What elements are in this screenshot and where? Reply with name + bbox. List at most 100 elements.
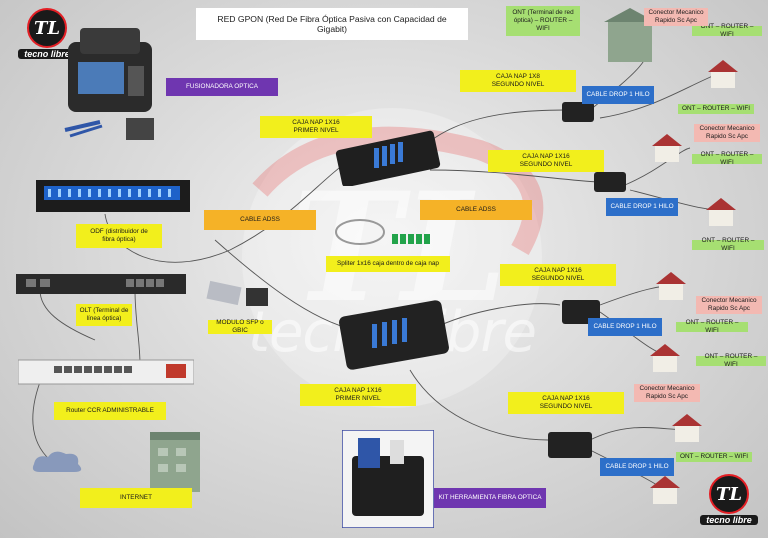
label-cable-drop-2-text: CABLE DROP 1 HILO	[610, 203, 674, 210]
label-caja-nap-seg-a-line2: SEGUNDO NIVEL	[519, 161, 573, 168]
label-caja-nap-1x8-line2: SEGUNDO NIVEL	[491, 81, 545, 88]
label-ont-7: ONT – ROUTER – WIFI	[676, 452, 752, 462]
house-icon-7	[650, 476, 680, 504]
label-conector-4-line2: Rapido Sc Apc	[646, 393, 688, 400]
label-cable-adss-right: CABLE ADSS	[420, 200, 532, 220]
cloud-icon	[32, 451, 82, 472]
label-ont-6-text: ONT – ROUTER – WIFI	[704, 353, 758, 368]
label-splitter-text: Spliter 1x16 caja dentro de caja nap	[337, 260, 439, 267]
nap-box-seg-c-icon	[548, 432, 592, 458]
nap-box-1x8-icon	[562, 102, 594, 122]
house-icon-4	[656, 272, 686, 300]
label-splitter: Spliter 1x16 caja dentro de caja nap	[326, 256, 450, 272]
label-cable-drop-1-text: CABLE DROP 1 HILO	[586, 91, 650, 98]
label-conector-3-line1: Conector Mecanico	[701, 297, 757, 304]
label-caja-nap-seg-c-line1: CAJA NAP 1X16	[542, 395, 590, 402]
label-ont-4: ONT – ROUTER – WIFI	[692, 237, 764, 252]
label-caja-nap-seg-c-line2: SEGUNDO NIVEL	[539, 403, 593, 410]
label-kit-text: KIT HERRAMIENTA FIBRA OPTICA	[438, 494, 542, 501]
label-odf-line1: ODF (distribuidor de	[90, 228, 148, 235]
label-conector-4-line1: Conector Mecanico	[639, 385, 695, 392]
label-cable-drop-2: CABLE DROP 1 HILO	[606, 198, 678, 216]
odf-rack-icon	[36, 180, 190, 212]
label-caja-nap-primer-bottom-line1: CAJA NAP 1X16	[334, 387, 382, 394]
logo-name: tecno libre	[18, 49, 76, 59]
splitter-icon	[335, 219, 430, 245]
house-icon-3	[706, 198, 736, 226]
logo-initials: TL	[27, 8, 67, 48]
label-ont-1: ONT – ROUTER – WIFI	[692, 23, 762, 38]
title-line-1: RED GPON (Red De Fibra Óptica Pasiva con…	[217, 14, 447, 24]
nap-box-top-icon	[335, 130, 441, 186]
label-conector-1-line1: Conector Mecanico	[648, 9, 704, 16]
label-cable-drop-3-text: CABLE DROP 1 HILO	[593, 323, 657, 330]
building-icon	[150, 432, 200, 492]
label-modulo-sfp: MODULO SFP o GBIC	[208, 319, 272, 334]
label-cable-adss-right-text: CABLE ADSS	[456, 206, 496, 213]
label-fusionadora: FUSIONADORA OPTICA	[166, 78, 278, 96]
label-router-ccr: Router CCR ADMINISTRABLE	[54, 402, 166, 420]
house-icon-5	[650, 344, 680, 372]
nap-box-seg-a-icon	[594, 172, 626, 192]
label-olt-line1: OLT (Terminal de	[79, 307, 129, 314]
label-internet-text: INTERNET	[120, 494, 152, 501]
title-line-2: Gigabit)	[316, 24, 348, 34]
label-ont-3-text: ONT – ROUTER – WIFI	[700, 151, 754, 166]
logo-initials-bottom: TL	[709, 474, 749, 514]
house-icon-6	[672, 414, 702, 442]
label-conector-2-line2: Rapido Sc Apc	[706, 133, 748, 140]
brand-logo-bottom: TL tecno libre	[700, 474, 758, 530]
label-cable-drop-3: CABLE DROP 1 HILO	[588, 318, 662, 336]
nap-box-bottom-icon	[339, 300, 449, 370]
sfp-module-icon	[206, 280, 268, 306]
label-ont-6: ONT – ROUTER – WIFI	[696, 353, 766, 368]
label-caja-nap-seg-a-line1: CAJA NAP 1X16	[522, 153, 570, 160]
fiber-tool-kit-icon	[342, 430, 434, 528]
router-ccr-icon	[18, 359, 194, 385]
house-icon-building	[604, 8, 656, 62]
label-ont-3: ONT – ROUTER – WIFI	[692, 151, 762, 166]
svg-text:TL: TL	[290, 160, 507, 336]
label-caja-nap-seg-b-line2: SEGUNDO NIVEL	[531, 275, 585, 282]
olt-device-icon	[16, 274, 186, 294]
label-ont-2: ONT – ROUTER – WIFI	[678, 104, 754, 114]
label-caja-nap-1x8-line1: CAJA NAP 1X8	[496, 73, 540, 80]
label-conector-1-line2: Rapido Sc Apc	[655, 17, 697, 24]
label-odf-line2: fibra óptica)	[102, 236, 136, 243]
label-ont-1-text: ONT – ROUTER – WIFI	[700, 23, 754, 38]
label-kit: KIT HERRAMIENTA FIBRA OPTICA	[434, 488, 546, 508]
label-conector-3-line2: Rapido Sc Apc	[708, 305, 750, 312]
label-conector-2-line1: Conector Mecanico	[699, 125, 755, 132]
label-ont-4-text: ONT – ROUTER – WIFI	[701, 237, 755, 252]
label-ont-5-text: ONT – ROUTER – WIFI	[685, 319, 739, 334]
label-cable-adss-left: CABLE ADSS	[204, 210, 316, 230]
label-ont-terminal-line1: ONT (Terminal de red	[512, 9, 574, 16]
label-ont-terminal-line3: WIFI	[536, 25, 550, 32]
fiber-tools-icon	[64, 118, 154, 140]
label-ont-7-text: ONT – ROUTER – WIFI	[679, 453, 749, 460]
label-cable-drop-4: CABLE DROP 1 HILO	[600, 458, 674, 476]
label-router-ccr-text: Router CCR ADMINISTRABLE	[66, 407, 154, 414]
diagram-title: RED GPON (Red De Fibra Óptica Pasiva con…	[196, 8, 468, 40]
label-caja-nap-seg-b-line1: CAJA NAP 1X16	[534, 267, 582, 274]
label-ont-2-text: ONT – ROUTER – WIFI	[681, 105, 751, 112]
logo-name-bottom: tecno libre	[700, 515, 758, 525]
label-olt-line2: línea óptica)	[86, 315, 122, 322]
label-fusionadora-text: FUSIONADORA OPTICA	[185, 83, 259, 90]
label-ont-5: ONT – ROUTER – WIFI	[676, 319, 748, 334]
label-caja-nap-primer-top-line1: CAJA NAP 1X16	[292, 119, 340, 126]
label-caja-nap-primer-top-line2: PRIMER NIVEL	[293, 127, 339, 134]
